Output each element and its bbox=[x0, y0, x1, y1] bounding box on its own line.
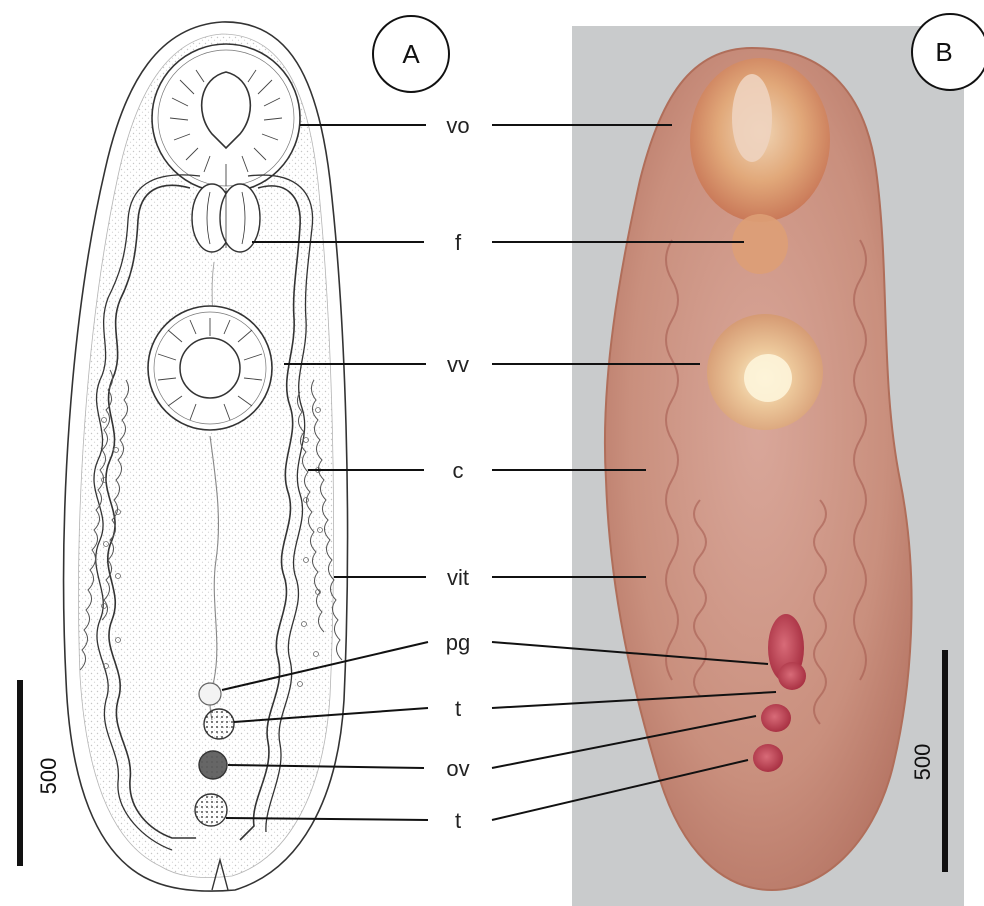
photo-testis-posterior bbox=[753, 744, 783, 772]
photo-pharynx bbox=[732, 214, 788, 274]
photo-ovary bbox=[761, 704, 791, 732]
label-ventral-sucker: vv bbox=[447, 352, 469, 377]
structure-labels: vo f vv c vit pg t ov t bbox=[446, 113, 470, 833]
drawing-testis-posterior bbox=[195, 794, 227, 826]
drawing-genital-pore bbox=[199, 683, 221, 705]
photo-panel-b: B 500 bbox=[572, 14, 984, 906]
drawing-pharynx bbox=[192, 184, 260, 252]
label-testis-anterior: t bbox=[455, 696, 461, 721]
label-caecum: c bbox=[453, 458, 464, 483]
drawing-panel-a: A 500 bbox=[20, 16, 449, 891]
panel-b-label: B bbox=[935, 37, 952, 67]
panel-a-label: A bbox=[402, 39, 420, 69]
label-ovary: ov bbox=[446, 756, 469, 781]
label-oral-sucker: vo bbox=[446, 113, 469, 138]
label-vitellaria: vit bbox=[447, 565, 469, 590]
label-genital-pore: pg bbox=[446, 630, 470, 655]
scale-bar-a-label: 500 bbox=[36, 758, 61, 795]
label-testis-posterior: t bbox=[455, 808, 461, 833]
scale-bar-b-label: 500 bbox=[910, 744, 935, 781]
label-pharynx: f bbox=[455, 230, 462, 255]
drawing-testis-anterior bbox=[204, 709, 234, 739]
